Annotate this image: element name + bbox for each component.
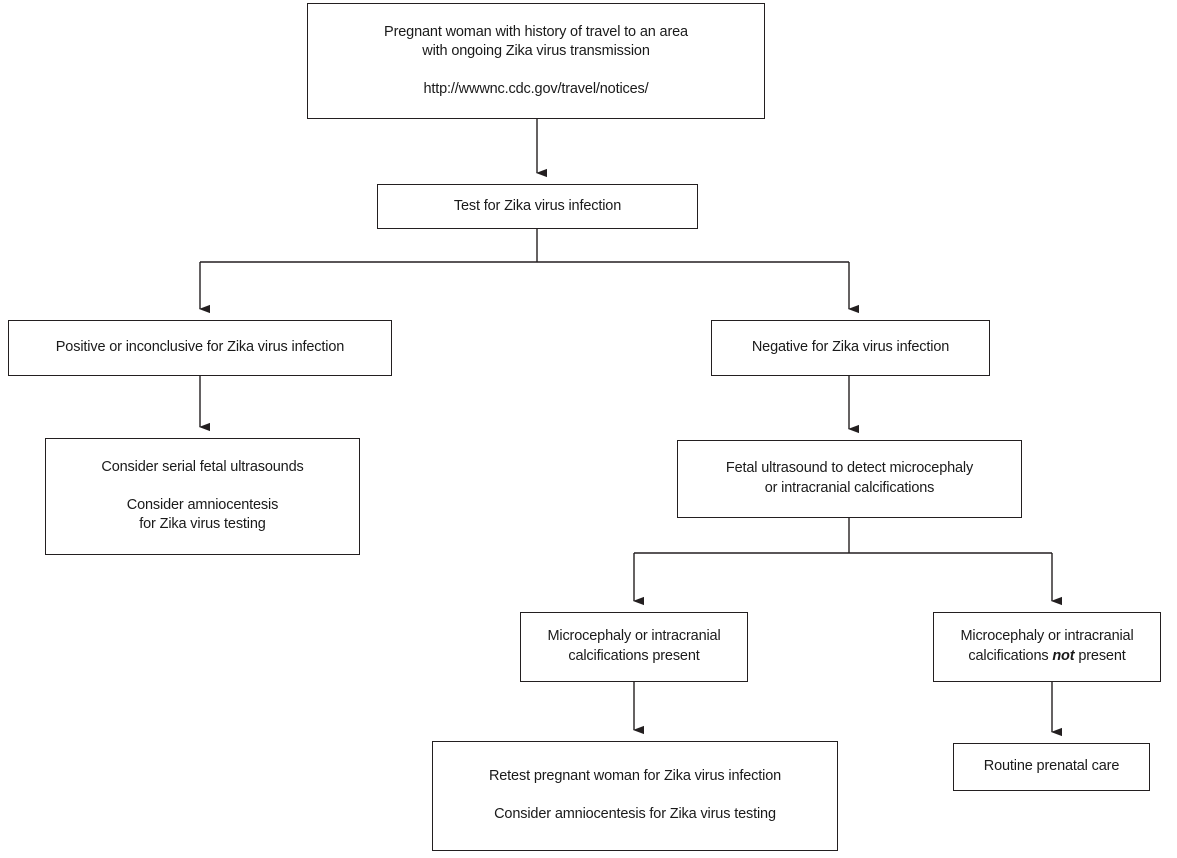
node-consider-amniocentesis-text: Consider amniocentesis for Zika virus te…: [126, 496, 279, 535]
node-microcephaly-not-present-line-1: Microcephaly or intracranial: [960, 628, 1134, 645]
node-microcephaly-not-present-emphasis: not: [1052, 648, 1075, 664]
node-routine-prenatal-care: Routine prenatal care: [953, 743, 1150, 791]
node-retest-pregnant-woman-line-2: Consider amniocentesis for Zika virus te…: [494, 806, 776, 822]
node-microcephaly-present-line-1: Microcephaly or intracranial: [547, 628, 721, 645]
node-fetal-ultrasound-line-2: or intracranial calcifications: [764, 480, 935, 496]
node-microcephaly-not-present-line-2: calcifications not present: [968, 647, 1125, 667]
node-retest-pregnant-woman-line-1: Retest pregnant woman for Zika virus inf…: [488, 768, 782, 785]
node-travel-history-text: Pregnant woman with history of travel to…: [384, 23, 688, 62]
node-negative-result-label: Negative for Zika virus infection: [751, 339, 950, 356]
node-travel-history-line-1: Pregnant woman with history of travel to…: [384, 23, 688, 40]
node-test-for-zika-label: Test for Zika virus infection: [453, 197, 622, 214]
node-travel-history-line-2: with ongoing Zika virus transmission: [422, 43, 650, 60]
node-fetal-ultrasound-line-1: Fetal ultrasound to detect microcephaly: [725, 460, 974, 477]
node-travel-history-url: http://wwwnc.cdc.gov/travel/notices/: [423, 80, 649, 97]
node-consider-serial-ultrasounds-line-1: Consider serial fetal ultrasounds: [101, 459, 304, 476]
node-test-for-zika: Test for Zika virus infection: [377, 184, 698, 229]
node-consider-amniocentesis-line-2: for Zika virus testing: [139, 516, 266, 533]
node-consider-amniocentesis-line-1: Consider amniocentesis: [126, 496, 279, 513]
node-microcephaly-present: Microcephaly or intracranial calcificati…: [520, 612, 748, 682]
node-retest-pregnant-woman: Retest pregnant woman for Zika virus inf…: [432, 741, 838, 851]
node-microcephaly-not-present-prefix: calcifications: [968, 648, 1053, 664]
node-fetal-ultrasound: Fetal ultrasound to detect microcephaly …: [677, 440, 1022, 518]
node-consider-serial-ultrasounds: Consider serial fetal ultrasounds Consid…: [45, 438, 360, 555]
node-travel-history: Pregnant woman with history of travel to…: [307, 3, 765, 119]
node-positive-or-inconclusive: Positive or inconclusive for Zika virus …: [8, 320, 392, 376]
node-microcephaly-not-present: Microcephaly or intracranial calcificati…: [933, 612, 1161, 682]
node-microcephaly-not-present-suffix: present: [1074, 648, 1126, 664]
node-positive-or-inconclusive-label: Positive or inconclusive for Zika virus …: [55, 339, 345, 356]
node-negative-result: Negative for Zika virus infection: [711, 320, 990, 376]
node-microcephaly-present-line-2: calcifications present: [568, 648, 700, 664]
node-routine-prenatal-care-label: Routine prenatal care: [983, 758, 1120, 775]
